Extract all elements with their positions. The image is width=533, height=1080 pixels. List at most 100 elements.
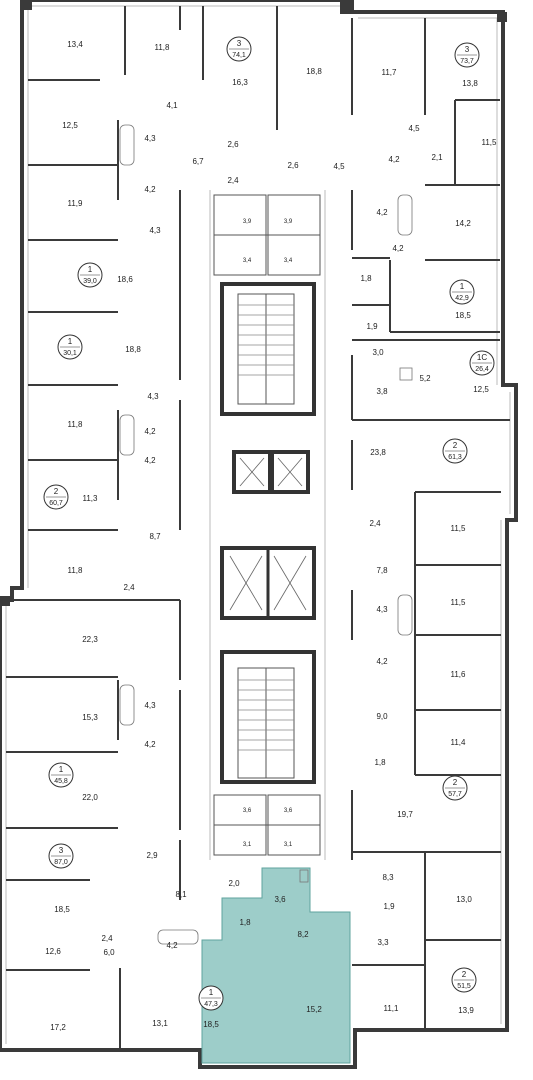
- room-area: 3,6: [243, 808, 252, 814]
- room-area: 1,8: [239, 918, 251, 927]
- room-area: 5,2: [419, 374, 431, 383]
- svg-text:1: 1: [59, 765, 64, 774]
- room-area: 11,8: [155, 43, 171, 52]
- svg-text:1С: 1С: [477, 353, 487, 362]
- svg-text:2: 2: [453, 778, 458, 787]
- room-area: 18,6: [117, 275, 133, 284]
- svg-text:1: 1: [68, 337, 73, 346]
- room-area: 7,8: [376, 566, 388, 575]
- room-area: 11,9: [68, 199, 84, 208]
- svg-text:3: 3: [237, 39, 242, 48]
- apartment-badge: 2 51,5: [451, 967, 477, 993]
- room-area: 22,3: [82, 635, 98, 644]
- room-area: 11,3: [83, 494, 99, 503]
- svg-text:1: 1: [209, 988, 214, 997]
- room-area: 4,3: [147, 392, 159, 401]
- room-area: 14,2: [455, 219, 471, 228]
- bath-fixtures: [119, 124, 413, 945]
- room-area: 4,2: [144, 185, 156, 194]
- svg-text:60,7: 60,7: [49, 500, 63, 507]
- room-area: 15,3: [82, 713, 98, 722]
- svg-text:42,9: 42,9: [455, 295, 469, 302]
- room-area: 2,4: [123, 583, 135, 592]
- room-area: 4,5: [333, 162, 345, 171]
- room-area: 13,8: [462, 79, 478, 88]
- room-area: 17,2: [50, 1023, 66, 1032]
- apartment-badge: 3 74,1: [226, 36, 252, 62]
- room-area: 4,2: [144, 456, 156, 465]
- apartment-badge: 1 45,8: [48, 762, 74, 788]
- room-area: 1,8: [374, 758, 386, 767]
- svg-text:1: 1: [460, 282, 465, 291]
- svg-text:2: 2: [453, 441, 458, 450]
- room-area: 3,4: [243, 258, 252, 264]
- room-area: 16,3: [232, 78, 248, 87]
- room-area: 1,9: [383, 902, 395, 911]
- room-area: 3,3: [377, 938, 389, 947]
- room-area: 11,6: [451, 670, 467, 679]
- room-area: 3,1: [284, 842, 293, 848]
- apartment-badges: 3 74,1 3 73,7 1 39,0 1 42,9 1 30,1: [43, 36, 495, 1011]
- room-area: 9,0: [376, 712, 388, 721]
- room-area: 6,7: [192, 157, 204, 166]
- apartment-badge-selected: 1 47,3: [198, 985, 224, 1011]
- room-area: 4,2: [388, 155, 400, 164]
- right-block-walls: [351, 18, 510, 1030]
- room-area: 18,5: [455, 311, 471, 320]
- room-area: 8,1: [175, 890, 187, 899]
- svg-text:3: 3: [59, 846, 64, 855]
- room-area: 4,2: [392, 244, 404, 253]
- room-area: 12,5: [62, 121, 78, 130]
- svg-text:45,8: 45,8: [54, 778, 68, 785]
- room-area: 4,2: [144, 427, 156, 436]
- room-area: 11,5: [482, 138, 498, 147]
- room-area: 4,2: [144, 740, 156, 749]
- room-area: 2,4: [227, 176, 239, 185]
- left-block-walls: [6, 6, 278, 1050]
- room-area: 2,4: [101, 934, 113, 943]
- svg-text:39,0: 39,0: [83, 278, 97, 285]
- room-area: 4,3: [376, 605, 388, 614]
- room-area: 13,0: [456, 895, 472, 904]
- apartment-badge: 1 39,0: [77, 262, 103, 288]
- selected-apartment[interactable]: [201, 867, 351, 1064]
- room-area: 2,0: [228, 879, 240, 888]
- room-area: 4,1: [166, 101, 178, 110]
- svg-text:74,1: 74,1: [232, 52, 246, 59]
- svg-text:2: 2: [462, 970, 467, 979]
- room-area: 11,4: [451, 738, 467, 747]
- room-area: 4,3: [149, 226, 161, 235]
- room-area: 2,1: [431, 153, 443, 162]
- room-area: 11,8: [68, 566, 84, 575]
- room-area: 18,8: [306, 67, 322, 76]
- room-area: 18,5: [54, 905, 70, 914]
- apartment-badge: 2 61,3: [442, 438, 468, 464]
- room-area: 4,3: [144, 134, 156, 143]
- svg-text:73,7: 73,7: [460, 58, 474, 65]
- svg-text:1: 1: [88, 265, 93, 274]
- room-area: 4,2: [166, 941, 178, 950]
- room-area: 3,6: [274, 895, 286, 904]
- room-area: 3,0: [372, 348, 384, 357]
- room-area: 3,9: [243, 219, 252, 225]
- room-area: 4,5: [408, 124, 420, 133]
- room-area: 19,7: [397, 810, 413, 819]
- svg-text:3: 3: [465, 45, 470, 54]
- room-area: 3,9: [284, 219, 293, 225]
- room-area: 18,8: [125, 345, 141, 354]
- outer-walls: [0, 0, 518, 1069]
- room-area: 3,8: [376, 387, 388, 396]
- room-area: 12,5: [473, 385, 489, 394]
- svg-text:61,3: 61,3: [448, 454, 462, 461]
- room-area: 23,8: [370, 448, 386, 457]
- room-area: 12,6: [45, 947, 61, 956]
- svg-text:30,1: 30,1: [63, 350, 77, 357]
- svg-text:26,4: 26,4: [475, 366, 489, 373]
- room-area: 11,7: [382, 68, 398, 77]
- room-area: 8,2: [297, 930, 309, 939]
- room-area: 4,2: [376, 657, 388, 666]
- apartment-badge: 1С 26,4: [469, 350, 495, 376]
- room-area: 2,4: [369, 519, 381, 528]
- svg-text:2: 2: [54, 487, 59, 496]
